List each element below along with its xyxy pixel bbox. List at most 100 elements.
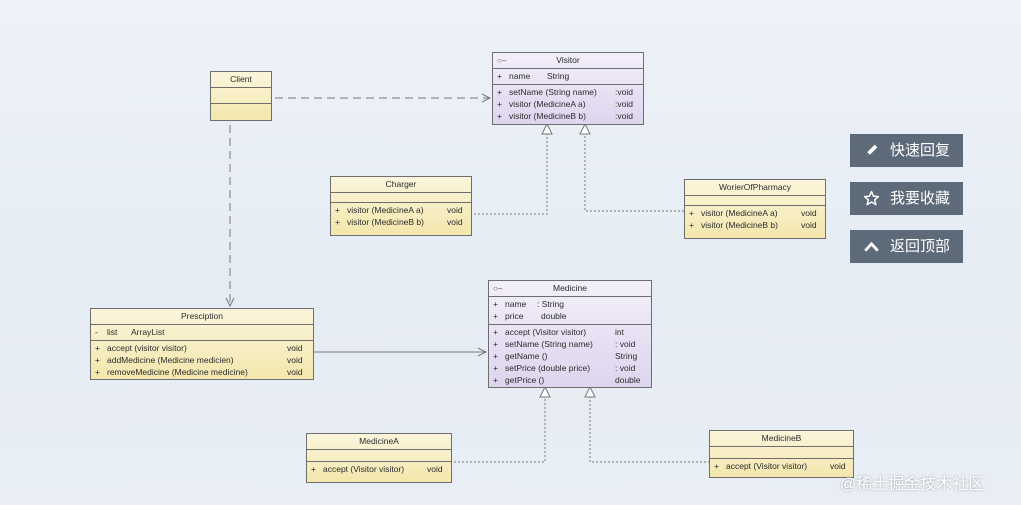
class-methods: + setName (String name) :void + visitor …	[493, 85, 643, 124]
attribute-name: name	[509, 71, 531, 81]
method-row: + setName (String name) :void	[493, 86, 643, 98]
back-to-top-button[interactable]: 返回顶部	[850, 230, 963, 263]
class-methods: + accept (visitor visitor) void + addMed…	[91, 341, 313, 380]
method-type: void	[287, 367, 303, 377]
class-title: Charger	[331, 177, 471, 193]
attribute-type: : String	[537, 299, 564, 309]
method-type: String	[615, 351, 638, 361]
class-methods: + visitor (MedicineA a) void + visitor (…	[331, 203, 471, 230]
method-row: + accept (visitor visitor) void	[91, 342, 313, 354]
method-row: + visitor (MedicineB b) void	[331, 216, 471, 228]
class-methods	[211, 104, 271, 119]
visibility: +	[493, 363, 498, 373]
favorite-label: 我要收藏	[890, 190, 951, 207]
pencil-icon	[866, 144, 878, 156]
visibility: +	[497, 87, 502, 97]
visibility: +	[714, 461, 719, 471]
method-row: + getPrice () double	[489, 374, 651, 386]
attribute-name: price	[505, 311, 524, 321]
visibility: +	[493, 351, 498, 361]
visibility: +	[497, 71, 502, 81]
method-name: setName (String name)	[505, 339, 593, 349]
method-name: visitor (MedicineB b)	[347, 217, 424, 227]
method-type: double	[615, 375, 641, 385]
edge-medicineA-medicine	[450, 397, 546, 463]
class-title: Medicine	[552, 283, 588, 293]
class-title: Client	[211, 72, 271, 88]
back-to-top-label: 返回顶部	[890, 238, 951, 255]
method-row: + visitor (MedicineB b) :void	[493, 110, 643, 122]
class-methods: + accept (Visitor visitor) void	[307, 462, 451, 477]
method-row: + accept (Visitor visitor) void	[710, 460, 853, 472]
method-name: visitor (MedicineA a)	[701, 208, 778, 218]
visibility: +	[335, 205, 340, 215]
visibility: +	[497, 99, 502, 109]
method-row: + setName (String name) : void	[489, 338, 651, 350]
visibility: +	[493, 311, 498, 321]
method-name: setName (String name)	[509, 87, 597, 97]
class-attributes: + name String	[493, 69, 643, 85]
method-name: removeMedicine (Medicine medicine)	[107, 367, 248, 377]
visibility: +	[95, 343, 100, 353]
visibility: +	[493, 339, 498, 349]
class-visitor[interactable]: ○– Visitor + name String + setName (Stri…	[492, 52, 644, 125]
quick-reply-button[interactable]: 快速回复	[850, 134, 963, 167]
method-name: getPrice ()	[505, 375, 545, 385]
attribute-row: + name String	[493, 70, 643, 82]
method-name: accept (Visitor visitor)	[726, 461, 808, 471]
class-attributes	[331, 193, 471, 203]
method-name: accept (Visitor visitor)	[323, 464, 405, 474]
method-name: visitor (MedicineB b)	[509, 111, 586, 121]
class-title: MedicineA	[307, 434, 451, 450]
visibility: +	[493, 299, 498, 309]
visibility: +	[689, 208, 694, 218]
method-type: : void	[615, 363, 636, 373]
method-row: + setPrice (double price) : void	[489, 362, 651, 374]
method-type: :void	[615, 87, 633, 97]
method-name: getName ()	[505, 351, 548, 361]
method-type: :void	[615, 99, 633, 109]
method-type: void	[447, 217, 463, 227]
class-attributes: + name : String + price double	[489, 297, 651, 325]
visibility: -	[95, 327, 98, 337]
method-row: + accept (Visitor visitor) int	[489, 326, 651, 338]
class-methods: + accept (Visitor visitor) int + setName…	[489, 325, 651, 388]
class-methods: + visitor (MedicineA a) void + visitor (…	[685, 206, 825, 233]
method-name: setPrice (double price)	[505, 363, 591, 373]
class-medicine-b[interactable]: MedicineB + accept (Visitor visitor) voi…	[709, 430, 854, 478]
visibility: +	[493, 327, 498, 337]
method-row: + removeMedicine (Medicine medicine) voi…	[91, 366, 313, 378]
visibility: +	[95, 367, 100, 377]
visibility: +	[493, 375, 498, 385]
class-presciption[interactable]: Presciption - list ArrayList + accept (v…	[90, 308, 314, 380]
method-type: int	[615, 327, 624, 337]
visibility: +	[95, 355, 100, 365]
method-name: visitor (MedicineB b)	[701, 220, 778, 230]
star-icon	[863, 190, 880, 206]
class-attributes	[710, 447, 853, 459]
class-charger[interactable]: Charger + visitor (MedicineA a) void + v…	[330, 176, 472, 236]
method-row: + visitor (MedicineB b) void	[685, 219, 825, 231]
chevron-up-icon	[864, 241, 879, 252]
class-methods: + accept (Visitor visitor) void	[710, 459, 853, 474]
attribute-row: + price double	[489, 310, 651, 322]
class-worier-of-pharmacy[interactable]: WorierOfPharmacy + visitor (MedicineA a)…	[684, 179, 826, 239]
method-row: + visitor (MedicineA a) void	[685, 207, 825, 219]
method-type: void	[427, 464, 443, 474]
class-medicine-a[interactable]: MedicineA + accept (Visitor visitor) voi…	[306, 433, 452, 483]
attribute-type: ArrayList	[131, 327, 165, 337]
method-name: accept (Visitor visitor)	[505, 327, 587, 337]
method-type: void	[801, 208, 817, 218]
class-title: Visitor	[556, 55, 580, 65]
watermark: @稀土掘金技术社区	[840, 476, 985, 493]
class-header: ○– Medicine	[489, 281, 651, 297]
method-name: visitor (MedicineA a)	[509, 99, 586, 109]
favorite-button[interactable]: 我要收藏	[850, 182, 963, 215]
class-icon: ○–	[497, 56, 507, 65]
visibility: +	[311, 464, 316, 474]
method-name: addMedicine (Medicine medicien)	[107, 355, 234, 365]
attribute-type: double	[541, 311, 567, 321]
class-client[interactable]: Client	[210, 71, 272, 121]
class-medicine[interactable]: ○– Medicine + name : String + price doub…	[488, 280, 652, 388]
method-type: : void	[615, 339, 636, 349]
